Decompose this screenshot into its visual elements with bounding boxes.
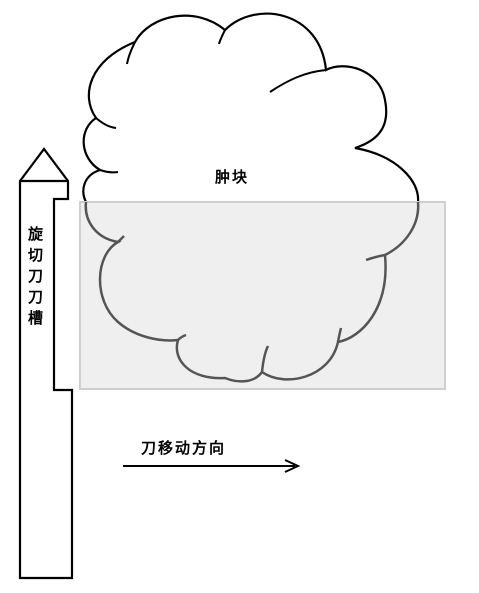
cutting-window bbox=[79, 201, 446, 390]
blade-slot-outline bbox=[18, 147, 74, 580]
tumor-label: 肿块 bbox=[215, 168, 250, 186]
tumor-inner-arc-10 bbox=[365, 253, 386, 262]
tumor-inner-arc-2 bbox=[99, 169, 119, 174]
tumor-inner-arc-8 bbox=[260, 345, 270, 373]
arrow-right-icon bbox=[284, 459, 301, 473]
tumor-inner-arc-6 bbox=[117, 235, 125, 243]
tumor-inner-arc-7 bbox=[177, 333, 187, 341]
tumor-outline-lower bbox=[84, 201, 420, 383]
tumor-inner-arc-5 bbox=[269, 69, 327, 93]
tumor-inner-arc-1 bbox=[95, 117, 117, 129]
tumor-inner-arc-9 bbox=[336, 327, 343, 343]
tumor-outline-upper bbox=[82, 12, 420, 203]
tumor-inner-arc-3 bbox=[126, 41, 136, 65]
blade-slot-label: 旋切刀刀槽 bbox=[26, 226, 44, 331]
tumor-inner-arc-4 bbox=[218, 29, 226, 45]
direction-label: 刀移动方向 bbox=[141, 439, 227, 457]
